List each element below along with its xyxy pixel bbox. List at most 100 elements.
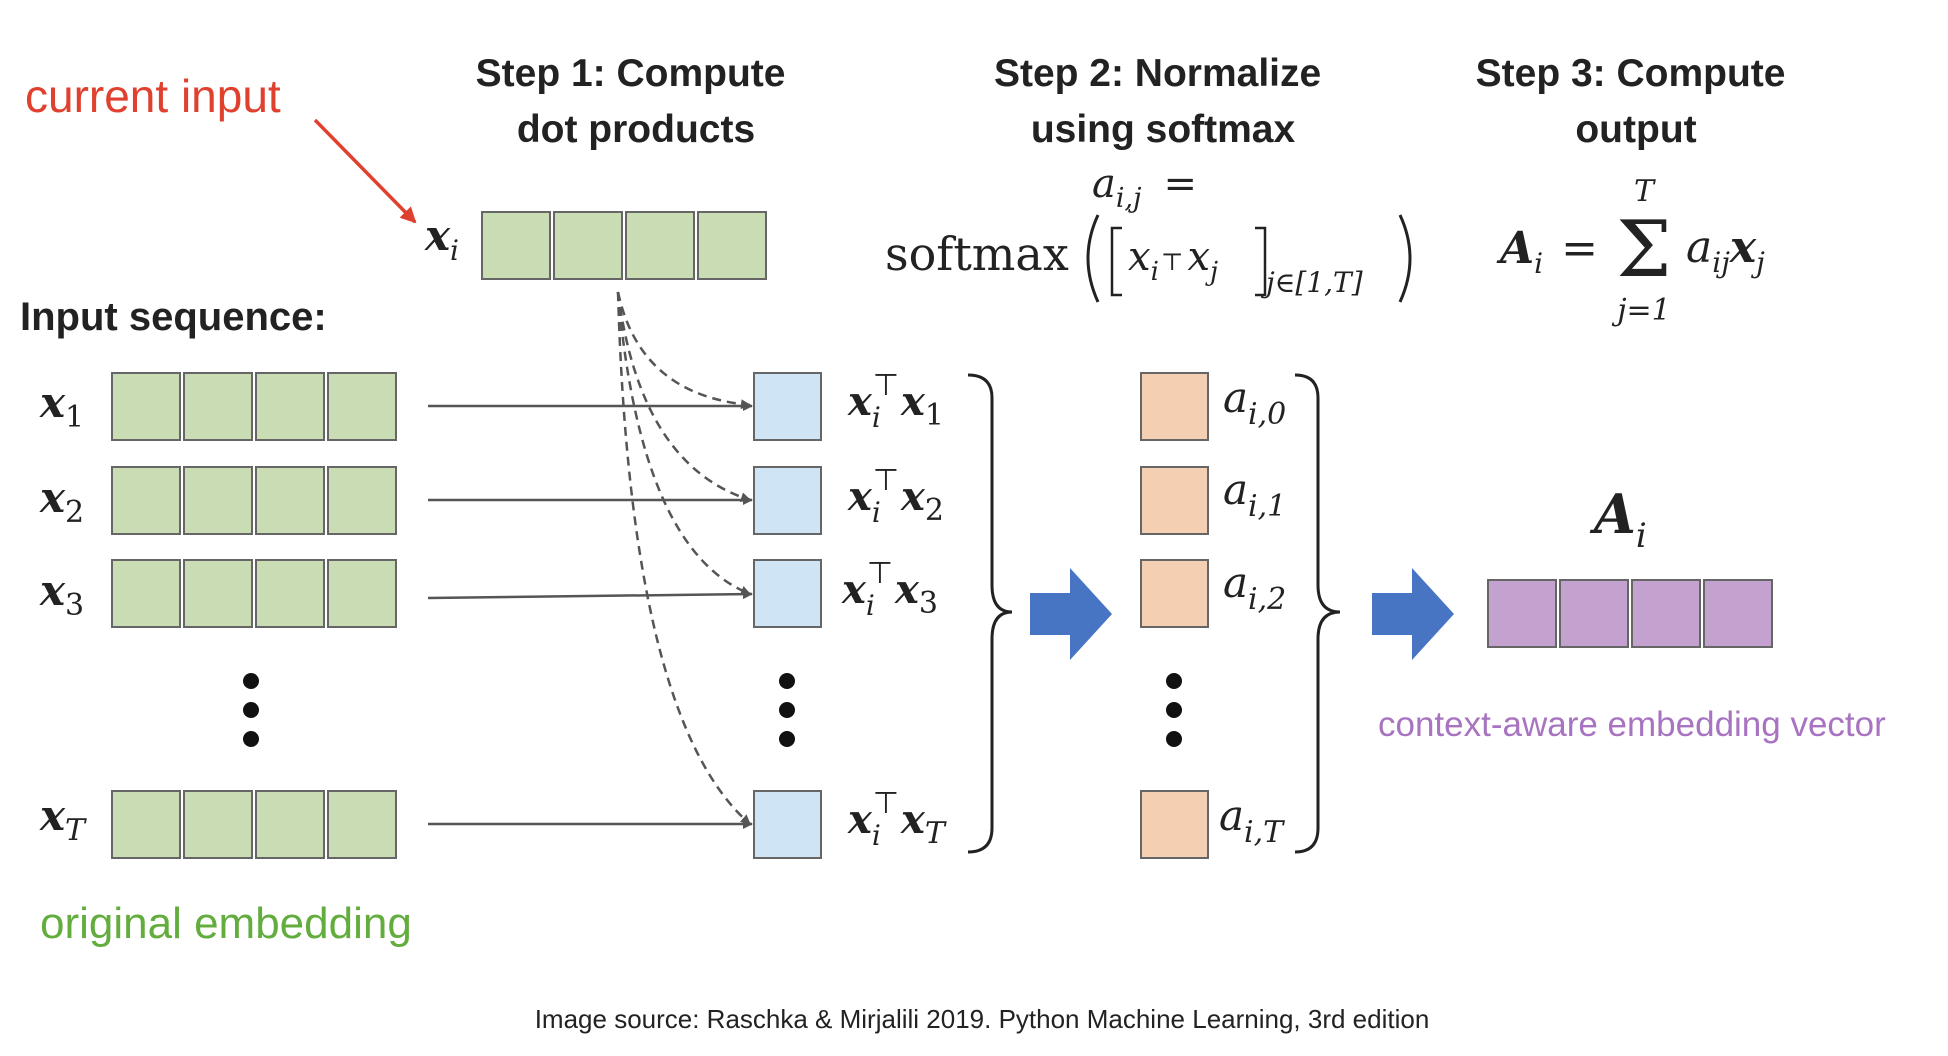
dp-sup: ⊤ — [873, 787, 899, 820]
input-label-base: x — [39, 566, 66, 615]
output-term-x: x — [1729, 222, 1757, 273]
ellipsis-dot — [1166, 673, 1182, 689]
right-brace-2 — [1294, 373, 1341, 854]
weight-cell — [1140, 372, 1209, 441]
output-cell — [1559, 579, 1629, 648]
input-cell — [111, 372, 181, 441]
step3-heading-line1: Step 3: Compute — [1476, 52, 1786, 95]
input-label: x3 — [39, 566, 84, 623]
softmax-lhs-base: a — [1092, 161, 1116, 207]
xi-label-sub: i — [450, 234, 459, 267]
right-brace-1 — [967, 373, 1013, 854]
dot-product-cell — [753, 559, 822, 628]
output-eq: = — [1561, 223, 1598, 274]
output-label-base: A — [1589, 482, 1636, 546]
softmax-inner-a-sub: i — [1151, 257, 1159, 287]
current-input-cell — [697, 211, 767, 280]
weight-cell — [1140, 559, 1209, 628]
output-formula-lhs: Ai = — [1496, 223, 1598, 280]
weight-label: ai,T — [1219, 791, 1285, 850]
dp-b: x — [894, 566, 920, 613]
input-cell — [111, 466, 181, 535]
output-sum-upper: T — [1634, 174, 1656, 209]
current-input-cell — [625, 211, 695, 280]
xi-label-base: x — [424, 211, 451, 260]
input-cell — [111, 559, 181, 628]
dashed-arrow-2 — [616, 291, 751, 503]
dot-product-cell — [753, 372, 822, 441]
softmax-formula-fn: softmax — [885, 227, 1069, 281]
output-sum-lower: j=1 — [1611, 293, 1671, 328]
ellipsis-dot — [779, 731, 795, 747]
input-cell — [255, 466, 325, 535]
input-label-sub: T — [65, 813, 87, 848]
input-sequence-label: Input sequence: — [20, 295, 327, 339]
weight-label: ai,1 — [1223, 465, 1286, 524]
input-cell — [111, 790, 181, 859]
context-aware-label: context-aware embedding vector — [1378, 705, 1886, 744]
dot-product-row-3: xi⊤x3 — [753, 557, 938, 628]
softmax-inner-b: x — [1187, 234, 1210, 280]
input-label-base: x — [39, 473, 66, 522]
input-label-base: x — [39, 791, 66, 840]
input-label-base: x — [39, 378, 66, 427]
output-label: Ai — [1589, 482, 1647, 556]
input-row-3: x3 — [39, 559, 753, 628]
dot-product-cell — [753, 790, 822, 859]
current-input-cell — [553, 211, 623, 280]
input-ellipsis — [243, 673, 259, 747]
ellipsis-dot — [1166, 702, 1182, 718]
dot-product-label: xi⊤x3 — [841, 557, 938, 622]
input-label-sub: 3 — [65, 588, 84, 623]
ellipsis-dot — [779, 702, 795, 718]
output-formula-term: aijxj — [1686, 222, 1765, 279]
weight-sub: i,2 — [1248, 582, 1286, 617]
input-label: x1 — [39, 378, 84, 435]
dp-b-sub: 3 — [919, 586, 938, 621]
weight-row-0: ai,0 — [1140, 372, 1286, 441]
dp-a-sub: i — [872, 496, 881, 529]
input-arrow — [427, 589, 753, 600]
weight-base: a — [1223, 465, 1248, 514]
xi-label: xi — [424, 211, 459, 267]
input-cell — [183, 559, 253, 628]
dp-a: x — [847, 473, 873, 520]
input-cell — [255, 372, 325, 441]
step3-heading-line2: output — [1575, 108, 1696, 151]
softmax-lhs-eq: = — [1163, 161, 1197, 207]
dp-a-sub: i — [872, 401, 881, 434]
ellipsis-dot — [243, 731, 259, 747]
step1-heading-line2: dot products — [517, 108, 755, 151]
output-lhs-base: A — [1496, 223, 1534, 274]
softmax-inner: xi⊤xj — [1128, 234, 1218, 287]
dashed-arrow-1 — [616, 291, 751, 410]
weight-base: a — [1223, 373, 1248, 422]
input-label-sub: 1 — [65, 400, 84, 435]
output-lhs-sub: i — [1534, 247, 1543, 280]
weight-sub: i,0 — [1248, 397, 1286, 432]
dp-b: x — [900, 473, 926, 520]
step1-heading: Step 1: Compute dot products — [476, 52, 797, 151]
softmax-right-bracket — [1255, 226, 1267, 297]
dashed-connections — [616, 291, 751, 825]
weight-base: a — [1219, 791, 1244, 840]
weight-label: ai,2 — [1223, 558, 1286, 617]
dot-product-row-T: xi⊤xT — [753, 787, 947, 859]
ellipsis-dot — [1166, 731, 1182, 747]
dashed-arrow-3 — [616, 291, 751, 596]
dp-sup: ⊤ — [873, 464, 899, 497]
weight-cell — [1140, 790, 1209, 859]
ellipsis-dot — [243, 673, 259, 689]
dp-a: x — [841, 566, 867, 613]
output-cell — [1487, 579, 1557, 648]
output-sum-symbol: Σ — [1616, 205, 1671, 295]
softmax-inner-a: x — [1128, 234, 1151, 280]
softmax-lhs-sub: i,j — [1116, 183, 1142, 214]
weight-cell — [1140, 466, 1209, 535]
blue-arrow-1 — [1030, 568, 1112, 660]
ellipsis-dot — [243, 702, 259, 718]
input-cell — [255, 790, 325, 859]
softmax-range: j∈[1,T] — [1260, 266, 1363, 299]
input-cell — [183, 372, 253, 441]
